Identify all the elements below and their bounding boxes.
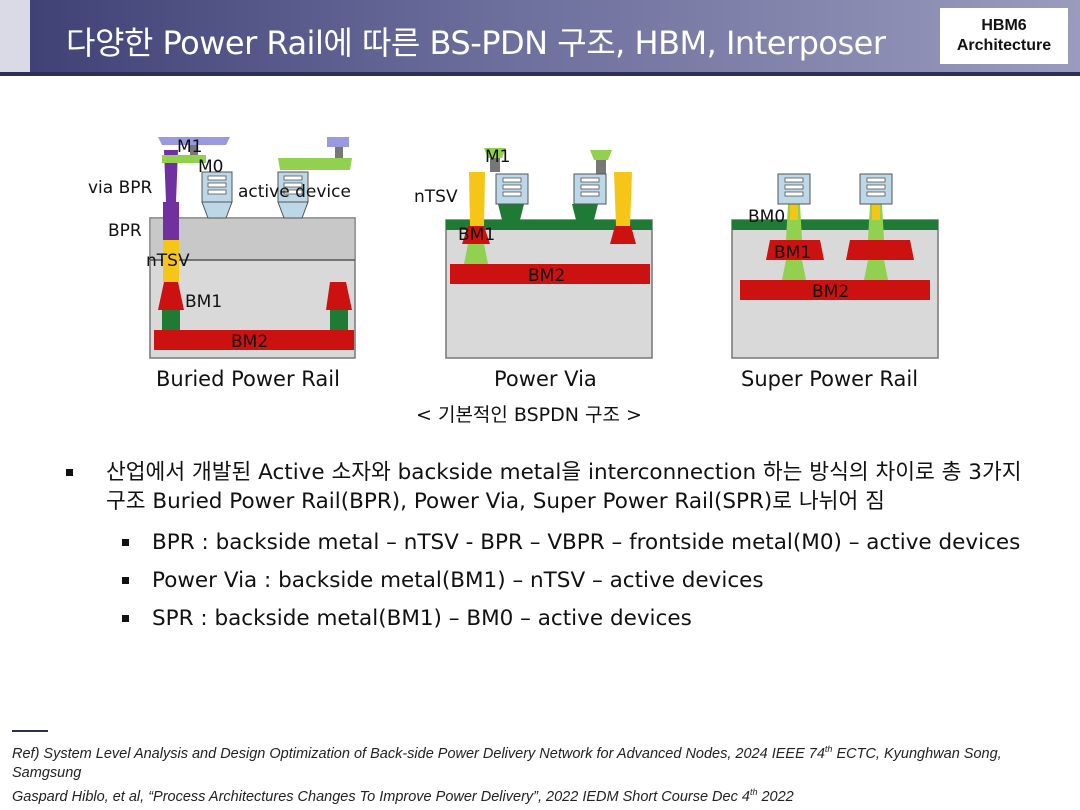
spr-structure: BM0 BM1 BM2 [731, 173, 939, 359]
pv-m1-left [484, 148, 506, 158]
pv-label-bm2: BM2 [528, 266, 565, 286]
reference-1: Ref) System Level Analysis and Design Op… [12, 744, 1002, 781]
bullet-main: 산업에서 개발된 Active 소자와 backside metal을 inte… [60, 458, 1040, 516]
power-via-structure: M1 nTSV BM1 BM2 [414, 147, 653, 359]
badge-line-2: Architecture [956, 37, 1052, 54]
badge-line-1: HBM6 [981, 17, 1027, 34]
bpr-m1 [158, 137, 230, 145]
bpr-m0 [162, 155, 206, 163]
pv-label-m1: M1 [485, 147, 510, 167]
spr-label-bm0: BM0 [748, 207, 785, 227]
figure-subcaption: < 기본적인 BSPDN 구조 > [416, 404, 642, 426]
header-bar: 다양한 Power Rail에 따른 BS-PDN 구조, HBM, Inter… [0, 0, 1080, 72]
architecture-badge: HBM6 Architecture [940, 8, 1068, 64]
reference-2: Gaspard Hiblo, et al, “Process Architect… [12, 786, 794, 805]
bpr-bm2 [154, 330, 354, 350]
bpr-upper-layer [149, 217, 356, 261]
bpr-label-ntsv: nTSV [146, 251, 190, 271]
pv-ntsv-left [469, 172, 485, 226]
bpr-label-bm1: BM1 [185, 292, 222, 312]
bpr-buried-rail [163, 202, 179, 240]
caption-super-power-rail: Super Power Rail [741, 367, 919, 391]
spr-bm2 [740, 280, 930, 300]
pv-label-ntsv: nTSV [414, 187, 458, 207]
bullet-list: 산업에서 개발된 Active 소자와 backside metal을 inte… [60, 458, 1040, 642]
reference-divider [12, 730, 48, 732]
header-accent [0, 0, 30, 72]
bpr-label-m0: M0 [198, 157, 223, 177]
pv-ntsv-right [614, 172, 632, 226]
pv-bm2 [450, 264, 650, 284]
bpr-label-via-bpr: via BPR [88, 178, 153, 198]
bpr-bm1-left [158, 282, 184, 310]
bpr-m0-right-via [335, 147, 343, 158]
bpr-m0-lavender [327, 137, 349, 147]
header-divider [0, 72, 1080, 76]
bpr-label-bm2: BM2 [231, 332, 268, 352]
pv-m1-right [590, 150, 612, 160]
caption-power-via: Power Via [494, 367, 597, 391]
bullet-spr: SPR : backside metal(BM1) – BM0 – active… [60, 604, 1040, 633]
bpr-via-right [330, 310, 348, 330]
bspdn-diagram: M1 M0 via BPR active device BPR nTSV BM1… [88, 137, 939, 359]
bpr-structure: M1 M0 via BPR active device BPR nTSV BM1… [88, 137, 356, 359]
slide-title: 다양한 Power Rail에 따른 BS-PDN 구조, HBM, Inter… [66, 24, 886, 62]
references: Ref) System Level Analysis and Design Op… [12, 740, 1062, 807]
spr-label-bm2: BM2 [812, 282, 849, 302]
bpr-ntsv [163, 240, 179, 282]
bpr-label-active-device: active device [238, 182, 351, 202]
spr-label-bm1: BM1 [774, 243, 811, 263]
pv-label-bm1: BM1 [458, 225, 495, 245]
pv-bm1-left [462, 226, 490, 244]
bpr-label-bpr: BPR [108, 221, 142, 241]
bullet-power-via: Power Via : backside metal(BM1) – nTSV –… [60, 566, 1040, 595]
bpr-m0-right [278, 158, 352, 170]
spr-bm1-right [846, 240, 914, 260]
bpr-via-left [162, 310, 180, 330]
bullet-bpr: BPR : backside metal – nTSV - BPR – VBPR… [60, 528, 1040, 557]
pv-frontside-layer [446, 220, 652, 230]
pv-bm1-right [610, 226, 636, 244]
bpr-label-m1: M1 [177, 137, 202, 157]
bpr-bm1-right [326, 282, 352, 310]
spr-frontside-layer [732, 220, 938, 230]
caption-buried-power-rail: Buried Power Rail [156, 367, 340, 391]
bpr-m1-via [190, 145, 198, 155]
spr-bm1-left [766, 240, 824, 260]
